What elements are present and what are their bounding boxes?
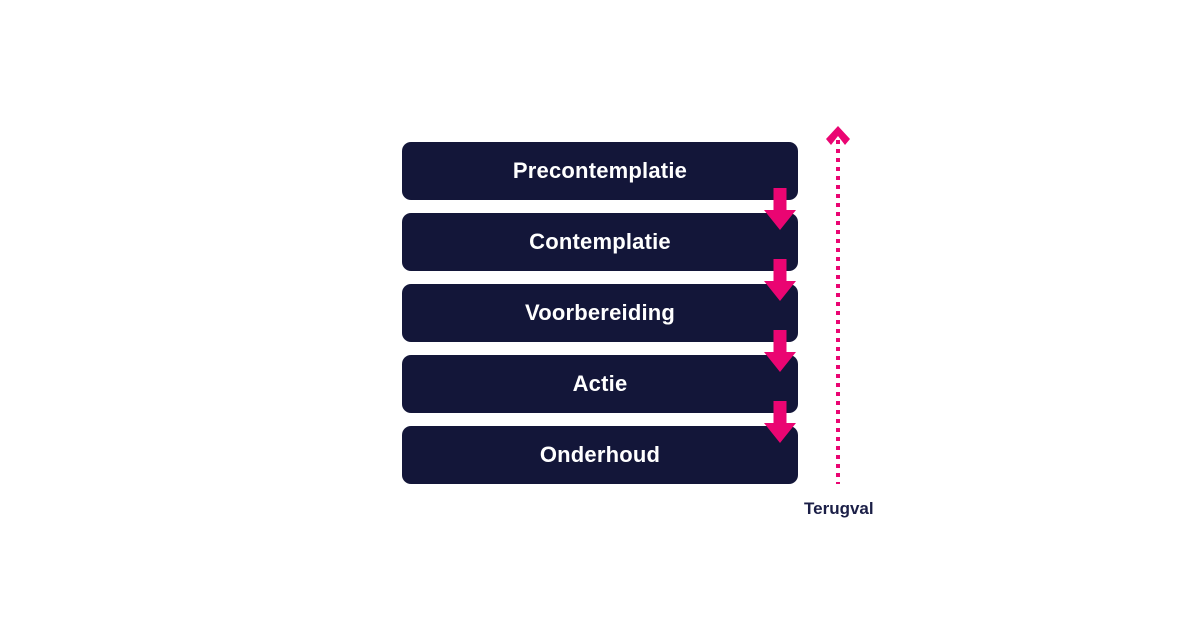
relapse-dotted-line [836, 140, 840, 484]
stage-label: Actie [572, 371, 628, 396]
stage-label: Onderhoud [539, 442, 661, 467]
stage-bar-precontemplatie[interactable]: Precontemplatie [402, 142, 798, 200]
stage-bar-voorbereiding[interactable]: Voorbereiding [402, 284, 798, 342]
stage-bar-contemplatie[interactable]: Contemplatie [402, 213, 798, 271]
arrow-up-icon [826, 126, 850, 146]
stage-label: Contemplatie [529, 229, 671, 254]
down-arrow-icon [764, 330, 796, 372]
stage-bar-onderhoud[interactable]: Onderhoud [402, 426, 798, 484]
stage-label: Precontemplatie [512, 158, 688, 183]
stage-label: Voorbereiding [524, 300, 676, 325]
down-arrow-icon [764, 401, 796, 443]
down-arrow-icon [764, 188, 796, 230]
down-arrow-icon [764, 259, 796, 301]
relapse-label: Terugval [804, 499, 874, 518]
stage-bar-actie[interactable]: Actie [402, 355, 798, 413]
